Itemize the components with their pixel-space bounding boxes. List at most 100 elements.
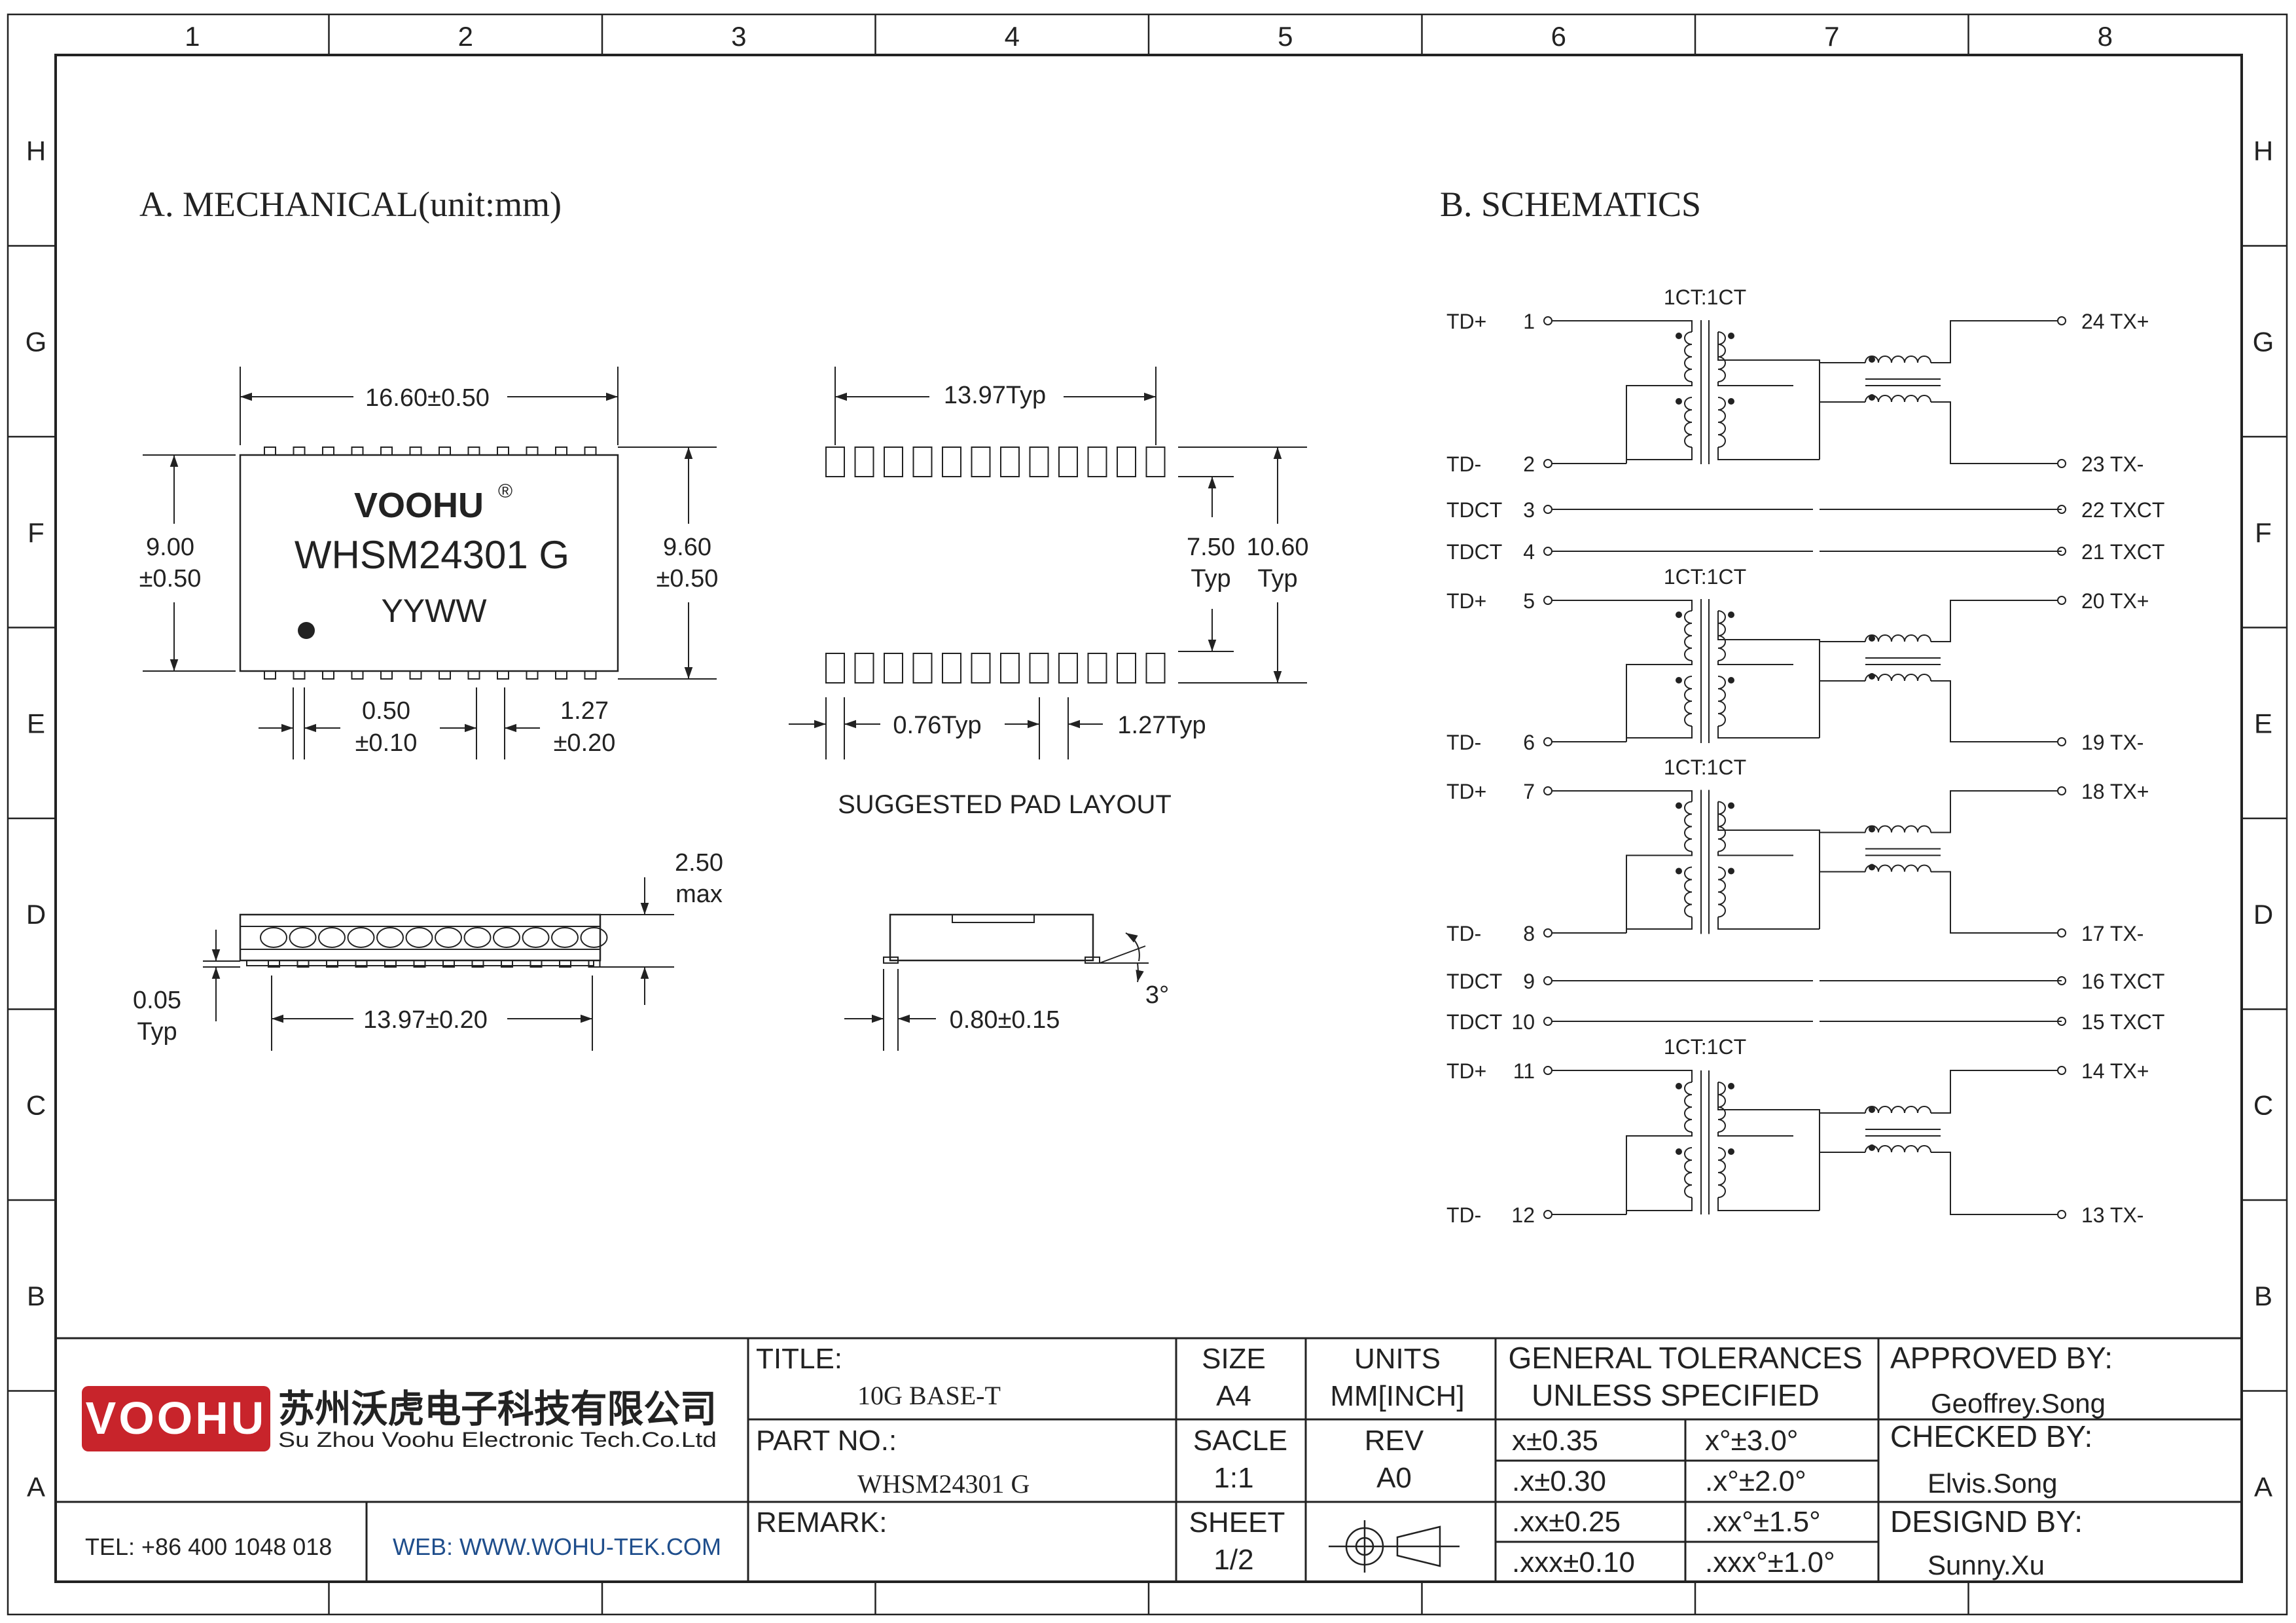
lead-profile [551,927,579,948]
pin-bottom [322,670,334,680]
tolerance-linear: x±0.35 [1512,1425,1598,1457]
row-label: A [27,1471,45,1502]
lead-profile [260,927,287,948]
pin-bottom [467,670,480,680]
tel-text: TEL: +86 400 1048 018 [85,1533,332,1560]
right-pin-label: 24 TX+ [2081,310,2149,333]
svg-text:VOOHU: VOOHU [86,1393,267,1444]
column-label: 4 [1005,21,1020,52]
polarity-dot [1676,333,1682,339]
winding [1717,801,1726,852]
projection-symbol-icon [1329,1520,1460,1573]
left-pin-number: 7 [1523,780,1535,803]
lead-foot [268,960,280,968]
left-pin-name: TDCT [1446,498,1502,522]
dim-side-length-label: 13.97±0.20 [363,1006,488,1034]
dim-pin-pitch-2: ±0.20 [554,729,616,757]
web-link[interactable]: WEB: WWW.WOHU-TEK.COM [393,1533,721,1560]
winding [1684,1082,1693,1133]
part-no-label: PART NO.: [756,1425,897,1457]
left-pin-name: TDCT [1446,1010,1502,1034]
right-pin-label: 23 TX- [2081,452,2144,476]
checked-label: CHECKED BY: [1890,1419,2092,1453]
choke-winding [1865,395,1931,403]
dim-side-length [271,976,593,1051]
column-label: 1 [185,21,200,52]
polarity-dot [1869,635,1875,642]
polarity-dot [1869,826,1875,833]
pin-top [526,447,539,456]
tolerance-linear: .x±0.30 [1512,1465,1606,1497]
pad [1000,653,1020,684]
pin-terminal [1543,316,1552,325]
pad-layout [825,447,1166,684]
pin-terminal [1543,1066,1552,1075]
winding [1717,331,1726,382]
left-pin-name: TD+ [1446,780,1486,803]
row-label: B [2254,1281,2272,1311]
dim-pin-width-1: 0.50 [362,697,410,725]
component-end-view [883,913,1100,964]
size-value: A4 [1216,1380,1251,1412]
choke-winding [1865,674,1931,682]
left-pin-number: 10 [1511,1010,1535,1034]
row-label: C [26,1089,46,1120]
column-label: 8 [2098,21,2113,52]
lead-profile [318,927,346,948]
row-label: F [2255,517,2272,548]
left-pin-name: TDCT [1446,540,1502,564]
pin-terminal [2057,316,2066,325]
date-code-marking: YYWW [381,593,487,629]
polarity-dot [1728,611,1734,618]
title-value: 10G BASE-T [857,1381,1001,1410]
lead-foot [588,960,601,968]
schematic-diagram [1543,316,2066,1219]
sheet-value: 1/2 [1213,1544,1253,1576]
left-pin-name: TD- [1446,922,1481,945]
lead-foot [442,960,455,968]
pad [825,653,845,684]
approved-value: Geoffrey.Song [1931,1388,2106,1419]
rev-value: A0 [1376,1462,1412,1494]
row-label: D [26,899,46,930]
mechanical-heading: A. MECHANICAL(unit:mm) [139,185,562,224]
lead-profile [289,927,317,948]
polarity-dot [1728,1148,1734,1155]
part-no-value: WHSM24301 G [857,1469,1030,1499]
polarity-dot [1728,1083,1734,1089]
left-pin-number: 1 [1523,310,1535,333]
component-top-view: VOOHU ® WHSM24301 G YYWW [239,447,619,680]
pin-bottom [584,670,597,680]
left-pin-number: 8 [1523,922,1535,945]
ratio-label: 1CT:1CT [1664,565,1746,589]
dim-overall-height-1: 9.60 [663,534,711,561]
polarity-dot [1869,673,1875,680]
units-value: MM[INCH] [1330,1380,1464,1412]
row-label: D [2253,899,2273,930]
choke-winding [1865,825,1931,833]
lead-profile [580,927,608,948]
tol-title-2: UNLESS SPECIFIED [1532,1378,1820,1412]
dim-standoff [203,930,240,1021]
pin-top [497,447,509,456]
dim-standoff-1: 0.05 [133,987,181,1014]
pad [854,653,874,684]
pin-terminal [2057,928,2066,938]
sheet-label: SHEET [1189,1506,1285,1539]
tolerance-angular: .xx°±1.5° [1705,1506,1821,1538]
pin-terminal [1543,737,1552,746]
right-pin-label: 22 TXCT [2081,498,2164,522]
pin-top [439,447,451,456]
choke-winding [1865,864,1931,872]
tolerance-angular: .x°±2.0° [1705,1465,1806,1497]
company-name-cn: 苏州沃虎电子科技有限公司 [278,1388,717,1431]
pad [942,653,961,684]
tolerance-linear: .xx±0.25 [1512,1506,1621,1538]
pad [1117,653,1136,684]
pin-terminal [2057,596,2066,605]
pad [1087,447,1107,477]
winding [1684,331,1693,382]
pin-top [467,447,480,456]
pad [1117,447,1136,477]
row-label: A [2254,1471,2272,1502]
